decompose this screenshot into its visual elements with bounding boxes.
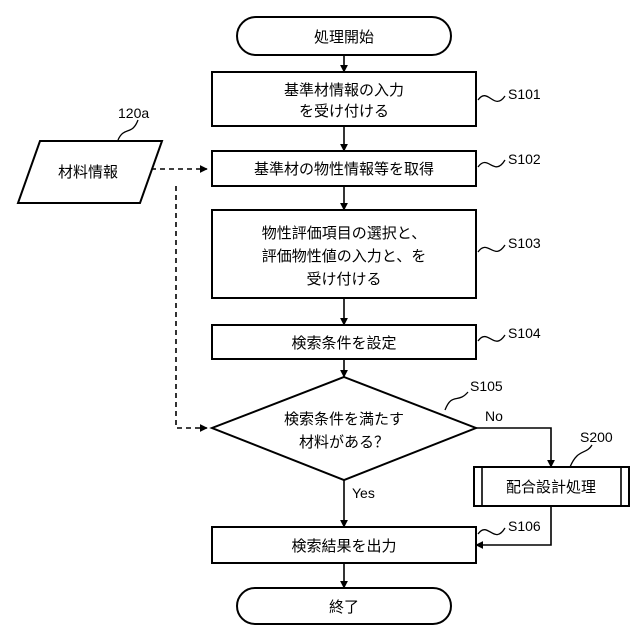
predefined-process-s200: 配合設計処理 bbox=[474, 467, 629, 506]
connector-s105-s200-no bbox=[476, 428, 551, 467]
step-label-s102: S102 bbox=[508, 151, 541, 167]
branch-label-yes: Yes bbox=[352, 485, 375, 501]
s101-line-2: を受け付ける bbox=[299, 102, 389, 120]
leader-120a bbox=[118, 120, 138, 140]
leader-s102 bbox=[478, 160, 505, 167]
process-s103: 物性評価項目の選択と、 評価物性値の入力と、を 受け付ける bbox=[212, 210, 476, 298]
step-label-s103: S103 bbox=[508, 235, 541, 251]
leader-s105 bbox=[445, 392, 468, 410]
leader-s200 bbox=[570, 445, 592, 467]
process-s104: 検索条件を設定 bbox=[212, 325, 476, 359]
start-node: 処理開始 bbox=[237, 17, 451, 55]
process-s106: 検索結果を出力 bbox=[212, 527, 476, 563]
s105-line-2: 材料がある？ bbox=[299, 433, 389, 451]
step-label-s105: S105 bbox=[470, 378, 503, 394]
step-label-s106: S106 bbox=[508, 518, 541, 534]
leader-s101 bbox=[478, 96, 505, 102]
dashed-connector-material-s105 bbox=[176, 186, 207, 428]
s103-line-1: 物性評価項目の選択と、 bbox=[262, 224, 426, 242]
material-info-text: 材料情報 bbox=[58, 163, 118, 181]
branch-label-no: No bbox=[485, 408, 503, 424]
data-material-info: 材料情報 bbox=[18, 141, 162, 203]
step-label-s200: S200 bbox=[580, 429, 613, 445]
leader-s106 bbox=[478, 528, 505, 535]
leader-s104 bbox=[478, 335, 505, 341]
step-label-s104: S104 bbox=[508, 325, 541, 341]
process-s101: 基準材情報の入力 を受け付ける bbox=[212, 72, 476, 126]
s104-line-1: 検索条件を設定 bbox=[291, 334, 396, 352]
s200-text: 配合設計処理 bbox=[506, 478, 596, 496]
process-s102: 基準材の物性情報等を取得 bbox=[212, 151, 476, 186]
decision-s105: 検索条件を満たす 材料がある？ bbox=[212, 377, 476, 480]
leader-s103 bbox=[478, 245, 505, 252]
ref-label-120a: 120a bbox=[118, 105, 149, 121]
s103-line-3: 受け付ける bbox=[306, 270, 381, 288]
end-node-text: 終了 bbox=[329, 598, 359, 616]
start-node-text: 処理開始 bbox=[314, 28, 374, 46]
step-label-s101: S101 bbox=[508, 86, 541, 102]
s105-line-1: 検索条件を満たす bbox=[284, 410, 404, 428]
s103-line-2: 評価物性値の入力と、を bbox=[262, 247, 426, 265]
s106-line-1: 検索結果を出力 bbox=[291, 537, 396, 555]
end-node: 終了 bbox=[237, 588, 451, 624]
s101-line-1: 基準材情報の入力 bbox=[284, 81, 404, 99]
s102-line-1: 基準材の物性情報等を取得 bbox=[254, 160, 434, 178]
